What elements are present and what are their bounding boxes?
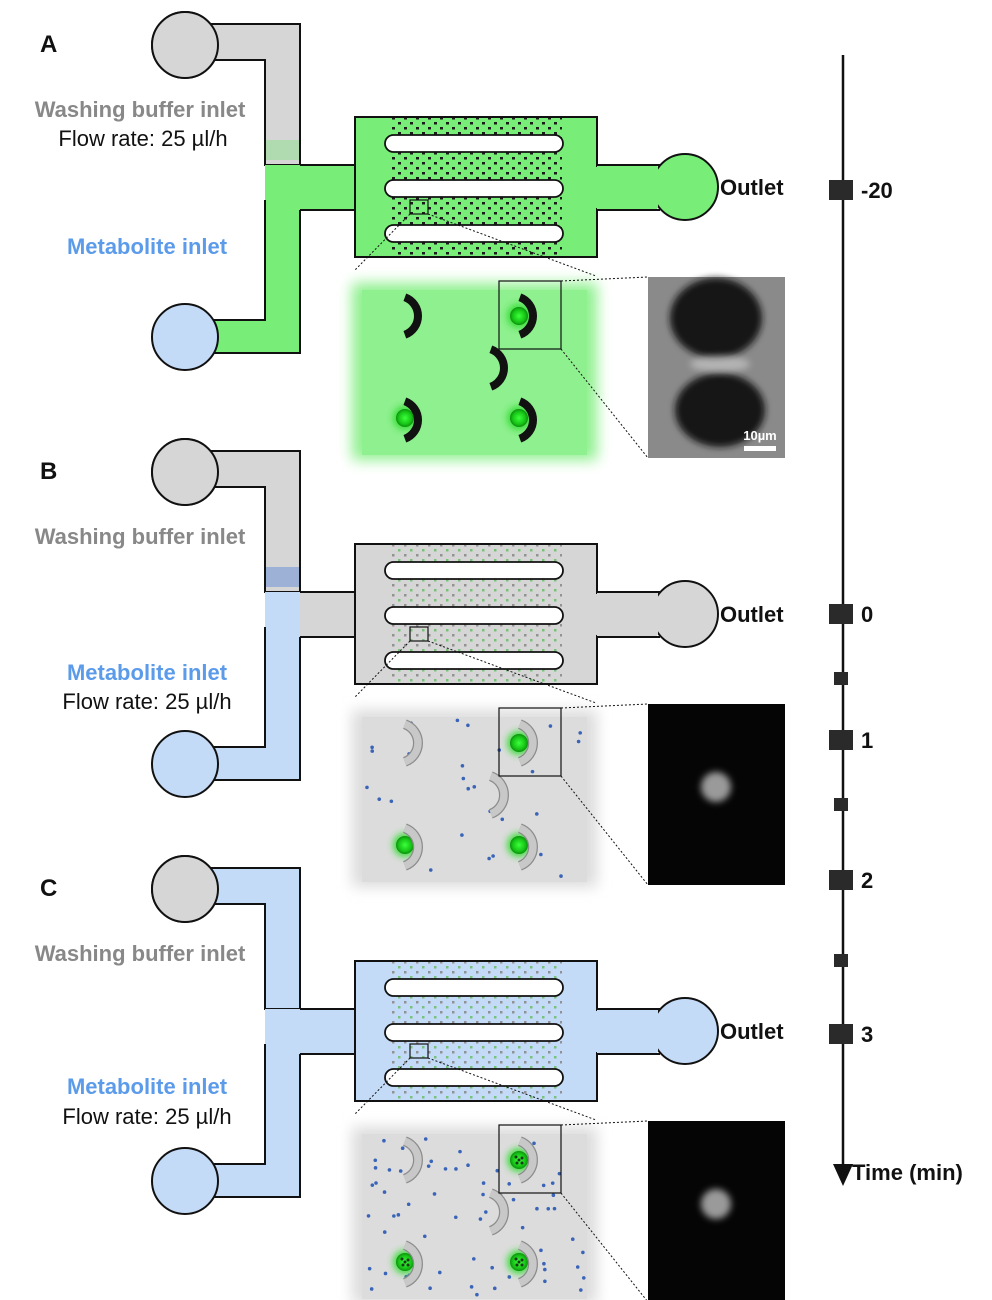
panel-letter: C xyxy=(40,875,57,902)
outlet-label: Outlet xyxy=(720,602,784,627)
time-tick-label: 0 xyxy=(861,602,873,627)
metabolite-inlet-channel xyxy=(151,165,301,371)
washing-inlet-channel xyxy=(151,11,301,166)
metabolite-inlet-label: Metabolite inlet xyxy=(67,1074,228,1099)
time-tick-label: -20 xyxy=(861,178,893,203)
time-minor-tick xyxy=(834,954,848,967)
microscopy-image xyxy=(648,704,785,885)
scale-bar-label: 10µm xyxy=(743,428,777,443)
trap-inset xyxy=(352,1124,597,1300)
trap xyxy=(518,397,537,443)
time-tick xyxy=(829,180,853,200)
microscopy-image: 10µm xyxy=(648,277,785,458)
panel-letter: A xyxy=(40,31,57,58)
metabolite-inlet-port xyxy=(151,303,219,371)
outlet-label: Outlet xyxy=(720,1019,784,1044)
trap xyxy=(403,397,422,443)
washing-inlet-channel xyxy=(151,855,301,1010)
outlet-port xyxy=(651,997,719,1065)
time-minor-tick xyxy=(834,672,848,685)
washing-buffer-inlet-label: Washing buffer inlet xyxy=(35,97,246,122)
metabolite-inlet-label: Metabolite inlet xyxy=(67,660,228,685)
metabolite-inlet-port xyxy=(151,730,219,798)
outlet-port xyxy=(651,580,719,648)
metabolite-inlet-port xyxy=(151,1147,219,1215)
time-minor-tick xyxy=(834,798,848,811)
outlet-label: Outlet xyxy=(720,175,784,200)
washing-buffer-inlet-label: Washing buffer inlet xyxy=(35,941,246,966)
trap-chamber xyxy=(354,116,719,258)
time-axis-label: Time (min) xyxy=(852,1160,963,1185)
time-tick xyxy=(829,870,853,890)
trap-chamber xyxy=(354,543,719,685)
time-tick-label: 3 xyxy=(861,1022,873,1047)
microscopy-image xyxy=(648,1121,785,1300)
metabolite-inlet-label: Metabolite inlet xyxy=(67,234,228,259)
washing-inlet-channel xyxy=(151,438,301,593)
metabolite-inlet-channel xyxy=(151,592,301,798)
trap xyxy=(403,293,422,339)
metabolite-inlet-channel xyxy=(151,1009,301,1215)
outlet-port xyxy=(651,153,719,221)
metabolite-flow-rate-label: Flow rate: 25 µl/h xyxy=(62,689,231,714)
time-tick xyxy=(829,604,853,624)
metabolite-flow-rate-label: Flow rate: 25 µl/h xyxy=(62,1104,231,1129)
panel-letter: B xyxy=(40,458,57,485)
trap-chamber xyxy=(354,960,719,1102)
trap-inset xyxy=(352,280,597,460)
time-axis-arrow xyxy=(833,1164,853,1186)
time-tick xyxy=(829,730,853,750)
trap xyxy=(518,293,537,339)
time-tick xyxy=(829,1024,853,1044)
trap xyxy=(489,345,508,391)
trap-inset xyxy=(352,707,597,887)
washing-buffer-inlet-label: Washing buffer inlet xyxy=(35,524,246,549)
time-tick-label: 1 xyxy=(861,728,873,753)
time-tick-label: 2 xyxy=(861,868,873,893)
washing-flow-rate-label: Flow rate: 25 µl/h xyxy=(58,126,227,151)
